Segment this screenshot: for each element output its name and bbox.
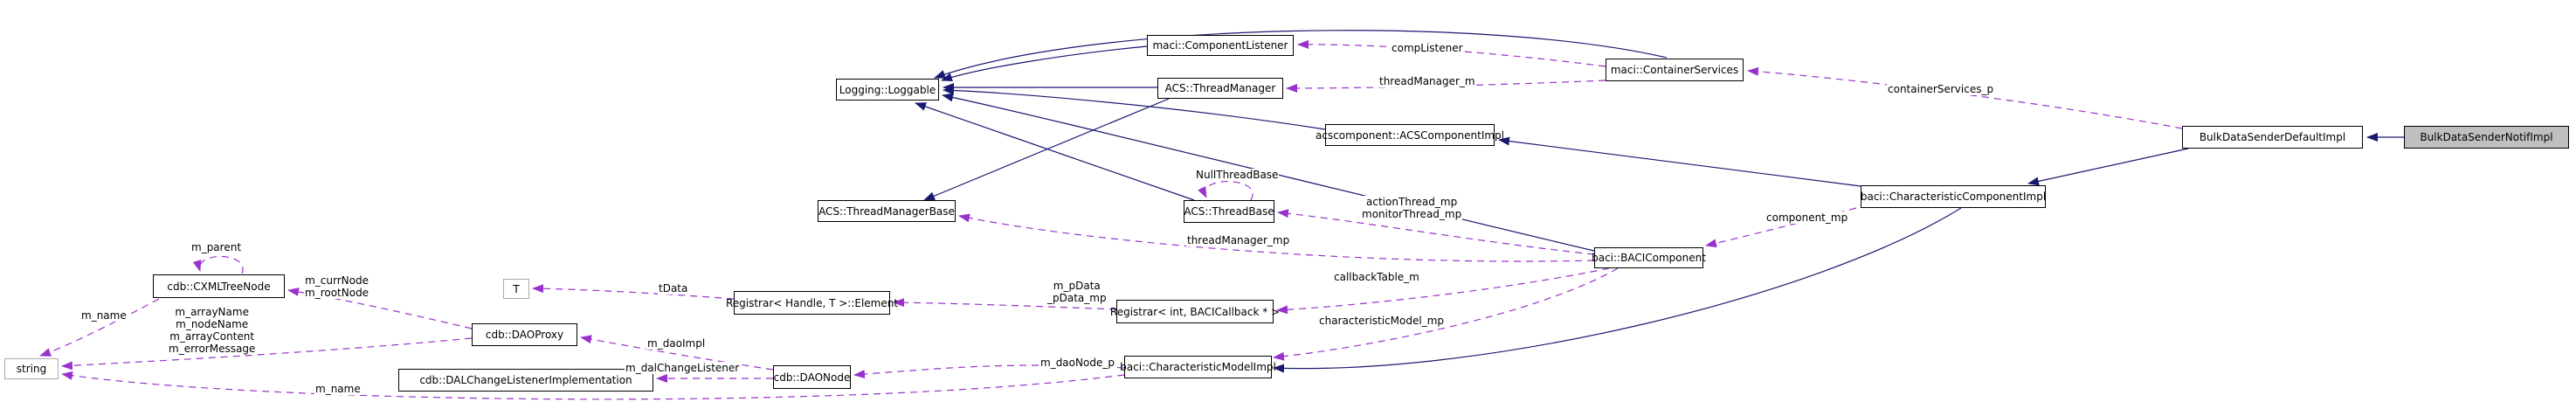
class-node-loggable[interactable]: Logging::Loggable xyxy=(836,79,939,101)
class-node-baci-component[interactable]: baci::BACIComponent xyxy=(1592,247,1706,268)
edge-label-characteristic-model-mp: characteristicModel_mp xyxy=(1318,315,1446,327)
edge-baci-component-to-loggable xyxy=(942,93,1595,252)
edge-bulk-data-sender-default-impl-to-container-services xyxy=(1747,66,2183,129)
class-node-thread-manager-base[interactable]: ACS::ThreadManagerBase xyxy=(818,200,956,222)
edge-characteristic-component-impl-to-characteristic-model-impl xyxy=(1273,207,1962,373)
class-node-cxml-tree-node[interactable]: cdb::CXMLTreeNode xyxy=(153,274,285,298)
class-node-component-listener[interactable]: maci::ComponentListener xyxy=(1147,35,1294,56)
class-node-dao-node[interactable]: cdb::DAONode xyxy=(773,365,851,389)
edge-component-listener-to-loggable xyxy=(941,45,1148,81)
edge-dao-node-to-dao-proxy xyxy=(580,335,774,371)
edge-label-thread-manager-mp: threadManager_mp xyxy=(1186,234,1291,246)
class-node-thread-manager[interactable]: ACS::ThreadManager xyxy=(1157,78,1283,99)
class-node-registrar-element[interactable]: Registrar< Handle, T >::Element xyxy=(726,291,898,315)
class-node-thread-base[interactable]: ACS::ThreadBase xyxy=(1184,200,1274,223)
edge-container-services-to-loggable xyxy=(934,30,1668,79)
edge-characteristic-model-impl-to-string xyxy=(61,371,1125,400)
class-node-dal-change-listener-impl[interactable]: cdb::DALChangeListenerImplementation xyxy=(398,369,653,392)
edge-label-m-name-tree: m_name xyxy=(80,309,128,322)
class-node-t: T xyxy=(503,279,529,299)
edge-registrar-int-to-registrar-element xyxy=(893,298,1117,310)
edge-label-m-dao-impl: m_daoImpl xyxy=(646,337,707,350)
edge-bulk-data-sender-default-impl-to-characteristic-component-impl xyxy=(2027,148,2189,186)
edge-cxml-tree-node-to-string xyxy=(39,298,160,357)
edge-label-null-thread-base: NullThreadBase xyxy=(1195,169,1280,181)
edge-label-comp-listener: compListener xyxy=(1391,42,1464,54)
edge-baci-component-to-thread-base xyxy=(1277,209,1595,255)
class-node-bulk-data-sender-default-impl[interactable]: BulkDataSenderDefaultImpl xyxy=(2182,126,2363,149)
edge-label-container-services-p: containerServices_p xyxy=(1887,83,1995,95)
edge-dao-proxy-to-string xyxy=(61,337,473,371)
edge-baci-component-to-thread-manager-base xyxy=(958,213,1595,262)
edge-thread-base-to-loggable xyxy=(915,102,1195,201)
edge-dao-proxy-to-cxml-tree-node xyxy=(287,288,473,329)
edge-label-m-dal-change-listener: m_dalChangeListener xyxy=(625,362,741,374)
class-node-characteristic-model-impl[interactable]: baci::CharacteristicModelImpl xyxy=(1120,356,1276,378)
edge-label-callback-table-m: callbackTable_m xyxy=(1333,271,1420,283)
edge-characteristic-component-impl-to-baci-component xyxy=(1705,207,1857,248)
edge-cxml-tree-node-to-cxml-tree-node xyxy=(192,255,244,274)
edge-baci-component-to-characteristic-model-impl xyxy=(1273,267,1619,361)
class-node-acs-component-impl[interactable]: acscomponent::ACSComponentImpl xyxy=(1316,124,1504,146)
edge-label-component-mp: component_mp xyxy=(1765,211,1849,224)
edge-registrar-element-to-t xyxy=(532,284,735,300)
edge-label-t-data: tData xyxy=(658,282,689,295)
class-node-characteristic-component-impl[interactable]: baci::CharacteristicComponentImpl xyxy=(1861,185,2046,208)
edge-baci-component-to-registrar-int xyxy=(1276,267,1610,315)
class-node-string: string xyxy=(4,358,59,379)
edge-label-m-parent: m_parent xyxy=(190,241,243,253)
edge-label-m-pdata: m_pData_pData_mp xyxy=(1046,280,1108,304)
class-node-dao-proxy[interactable]: cdb::DAOProxy xyxy=(472,323,577,346)
edge-thread-base-to-thread-base xyxy=(1198,181,1253,201)
edge-acs-component-impl-to-loggable xyxy=(943,86,1326,130)
edge-label-thread-manager-m: threadManager_m xyxy=(1378,75,1476,87)
class-node-container-services[interactable]: maci::ContainerServices xyxy=(1606,59,1744,81)
edge-characteristic-component-impl-to-acs-component-impl xyxy=(1498,136,1861,187)
class-node-registrar-int[interactable]: Registrar< int, BACICallback * > xyxy=(1110,300,1280,323)
edge-characteristic-model-impl-to-dao-node xyxy=(853,364,1125,379)
edge-label-m-dao-node-p: m_daoNode_p xyxy=(1039,357,1115,369)
class-node-bulk-data-sender-notif-impl[interactable]: BulkDataSenderNotifImpl xyxy=(2404,126,2569,149)
edge-label-m-name-model: m_name xyxy=(314,383,362,395)
edge-thread-manager-to-thread-manager-base xyxy=(923,98,1170,201)
